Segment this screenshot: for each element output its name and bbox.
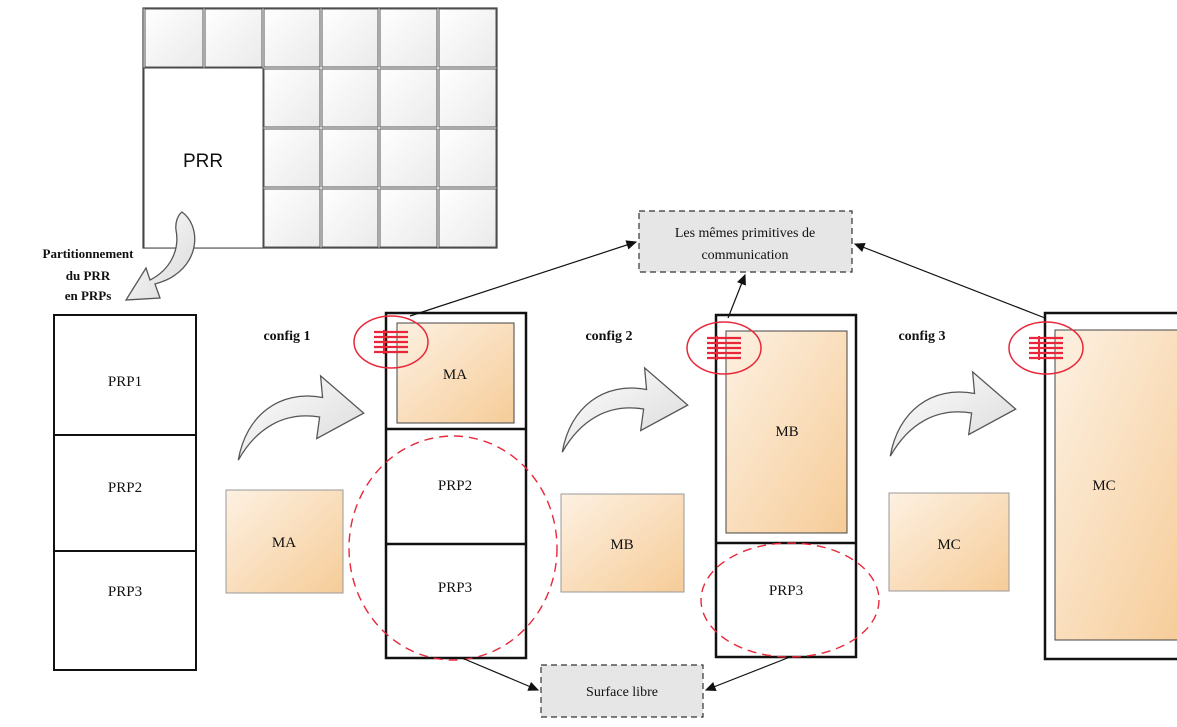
grid-cell: [263, 8, 321, 68]
prr-label: PRR: [183, 151, 223, 172]
comm-icon-ring: [353, 315, 429, 369]
partition-arrow: [124, 211, 196, 301]
module-ma: MA: [225, 489, 344, 594]
grid-cell: [379, 68, 438, 128]
comm-primitive-icon-1: [353, 315, 429, 369]
config-2-column: MB PRP3: [714, 313, 858, 659]
prp3-label: PRP3: [108, 584, 142, 600]
grid-cell: [204, 8, 263, 68]
grid-cell: [438, 128, 497, 188]
primitives-callout-line-1: Les mêmes primitives de: [675, 226, 815, 241]
config-3-mc-block: [1054, 329, 1177, 641]
prp2-label: PRP2: [108, 480, 142, 496]
grid-cell: [263, 128, 321, 188]
module-ma-label: MA: [272, 535, 296, 551]
grid-cell: [321, 68, 379, 128]
partition-caption-line-3: en PRPs: [65, 288, 112, 303]
connector-arrows: [409, 240, 1046, 691]
partition-column: PRP1 PRP2 PRP3: [53, 314, 197, 671]
config-2-mb-label: MB: [775, 424, 798, 440]
comm-primitive-icon-3: [1008, 321, 1084, 375]
config-1-prp2-label: PRP2: [438, 478, 472, 494]
config-3-mc-label: MC: [1092, 478, 1115, 494]
arrow-config2-to-primitives: [727, 273, 746, 319]
grid-cell: [379, 8, 438, 68]
grid-cell: [379, 128, 438, 188]
partition-caption-line-2: du PRR: [66, 268, 111, 283]
config-1-free-space-ellipse: [348, 435, 558, 661]
primitives-callout-line-2: communication: [701, 248, 788, 263]
grid-cells: [144, 8, 497, 248]
free-surface-callout: Surface libre: [540, 664, 704, 718]
config-2-free-space-ellipse: [700, 542, 880, 658]
prr-region: [143, 67, 264, 249]
config-3-column: MC: [1043, 311, 1177, 661]
config-1-ma-label: MA: [443, 367, 467, 383]
comm-icon-ring: [686, 321, 762, 375]
config-1-label: config 1: [263, 329, 310, 344]
grid-cell: [438, 188, 497, 248]
config-1-column: MA PRP2 PRP3: [384, 311, 528, 660]
prp1-label: PRP1: [108, 374, 142, 390]
module-mc: MC: [888, 492, 1010, 592]
grid-cell: [263, 68, 321, 128]
primitives-callout: Les mêmes primitives de communication: [638, 210, 853, 273]
grid-cell: [144, 8, 204, 68]
arrow-config2-to-free-surface: [704, 656, 791, 691]
config-3-arrow: [889, 371, 1017, 457]
free-surface-callout-text: Surface libre: [586, 685, 658, 700]
module-mb-label: MB: [610, 537, 633, 553]
module-mb: MB: [560, 493, 685, 593]
partition-caption: Partitionnement du PRR en PRPs: [43, 246, 135, 303]
config-2-label: config 2: [585, 329, 632, 344]
grid-cell: [379, 188, 438, 248]
arrow-config1-to-free-surface: [461, 657, 540, 691]
config-1-arrow: [237, 375, 365, 461]
prr-grid: PRR: [142, 7, 498, 249]
config-1-prp3-label: PRP3: [438, 580, 472, 596]
grid-cell: [321, 8, 379, 68]
config-2-prp3-label: PRP3: [769, 583, 803, 599]
grid-cell: [438, 68, 497, 128]
grid-cell: [263, 188, 321, 248]
arrow-config1-to-primitives: [409, 240, 638, 317]
grid-cell: [438, 8, 497, 68]
config-2-arrow: [561, 367, 689, 453]
module-mc-label: MC: [937, 537, 960, 553]
grid-cell: [321, 188, 379, 248]
partition-caption-line-1: Partitionnement: [43, 246, 135, 261]
grid-cell: [321, 128, 379, 188]
arrow-config3-to-primitives: [853, 243, 1046, 319]
comm-icon-ring: [1008, 321, 1084, 375]
config-3-label: config 3: [898, 329, 945, 344]
comm-primitive-icon-2: [686, 321, 762, 375]
config-1-ma-block: [396, 322, 515, 424]
config-2-mb-block: [725, 330, 848, 534]
